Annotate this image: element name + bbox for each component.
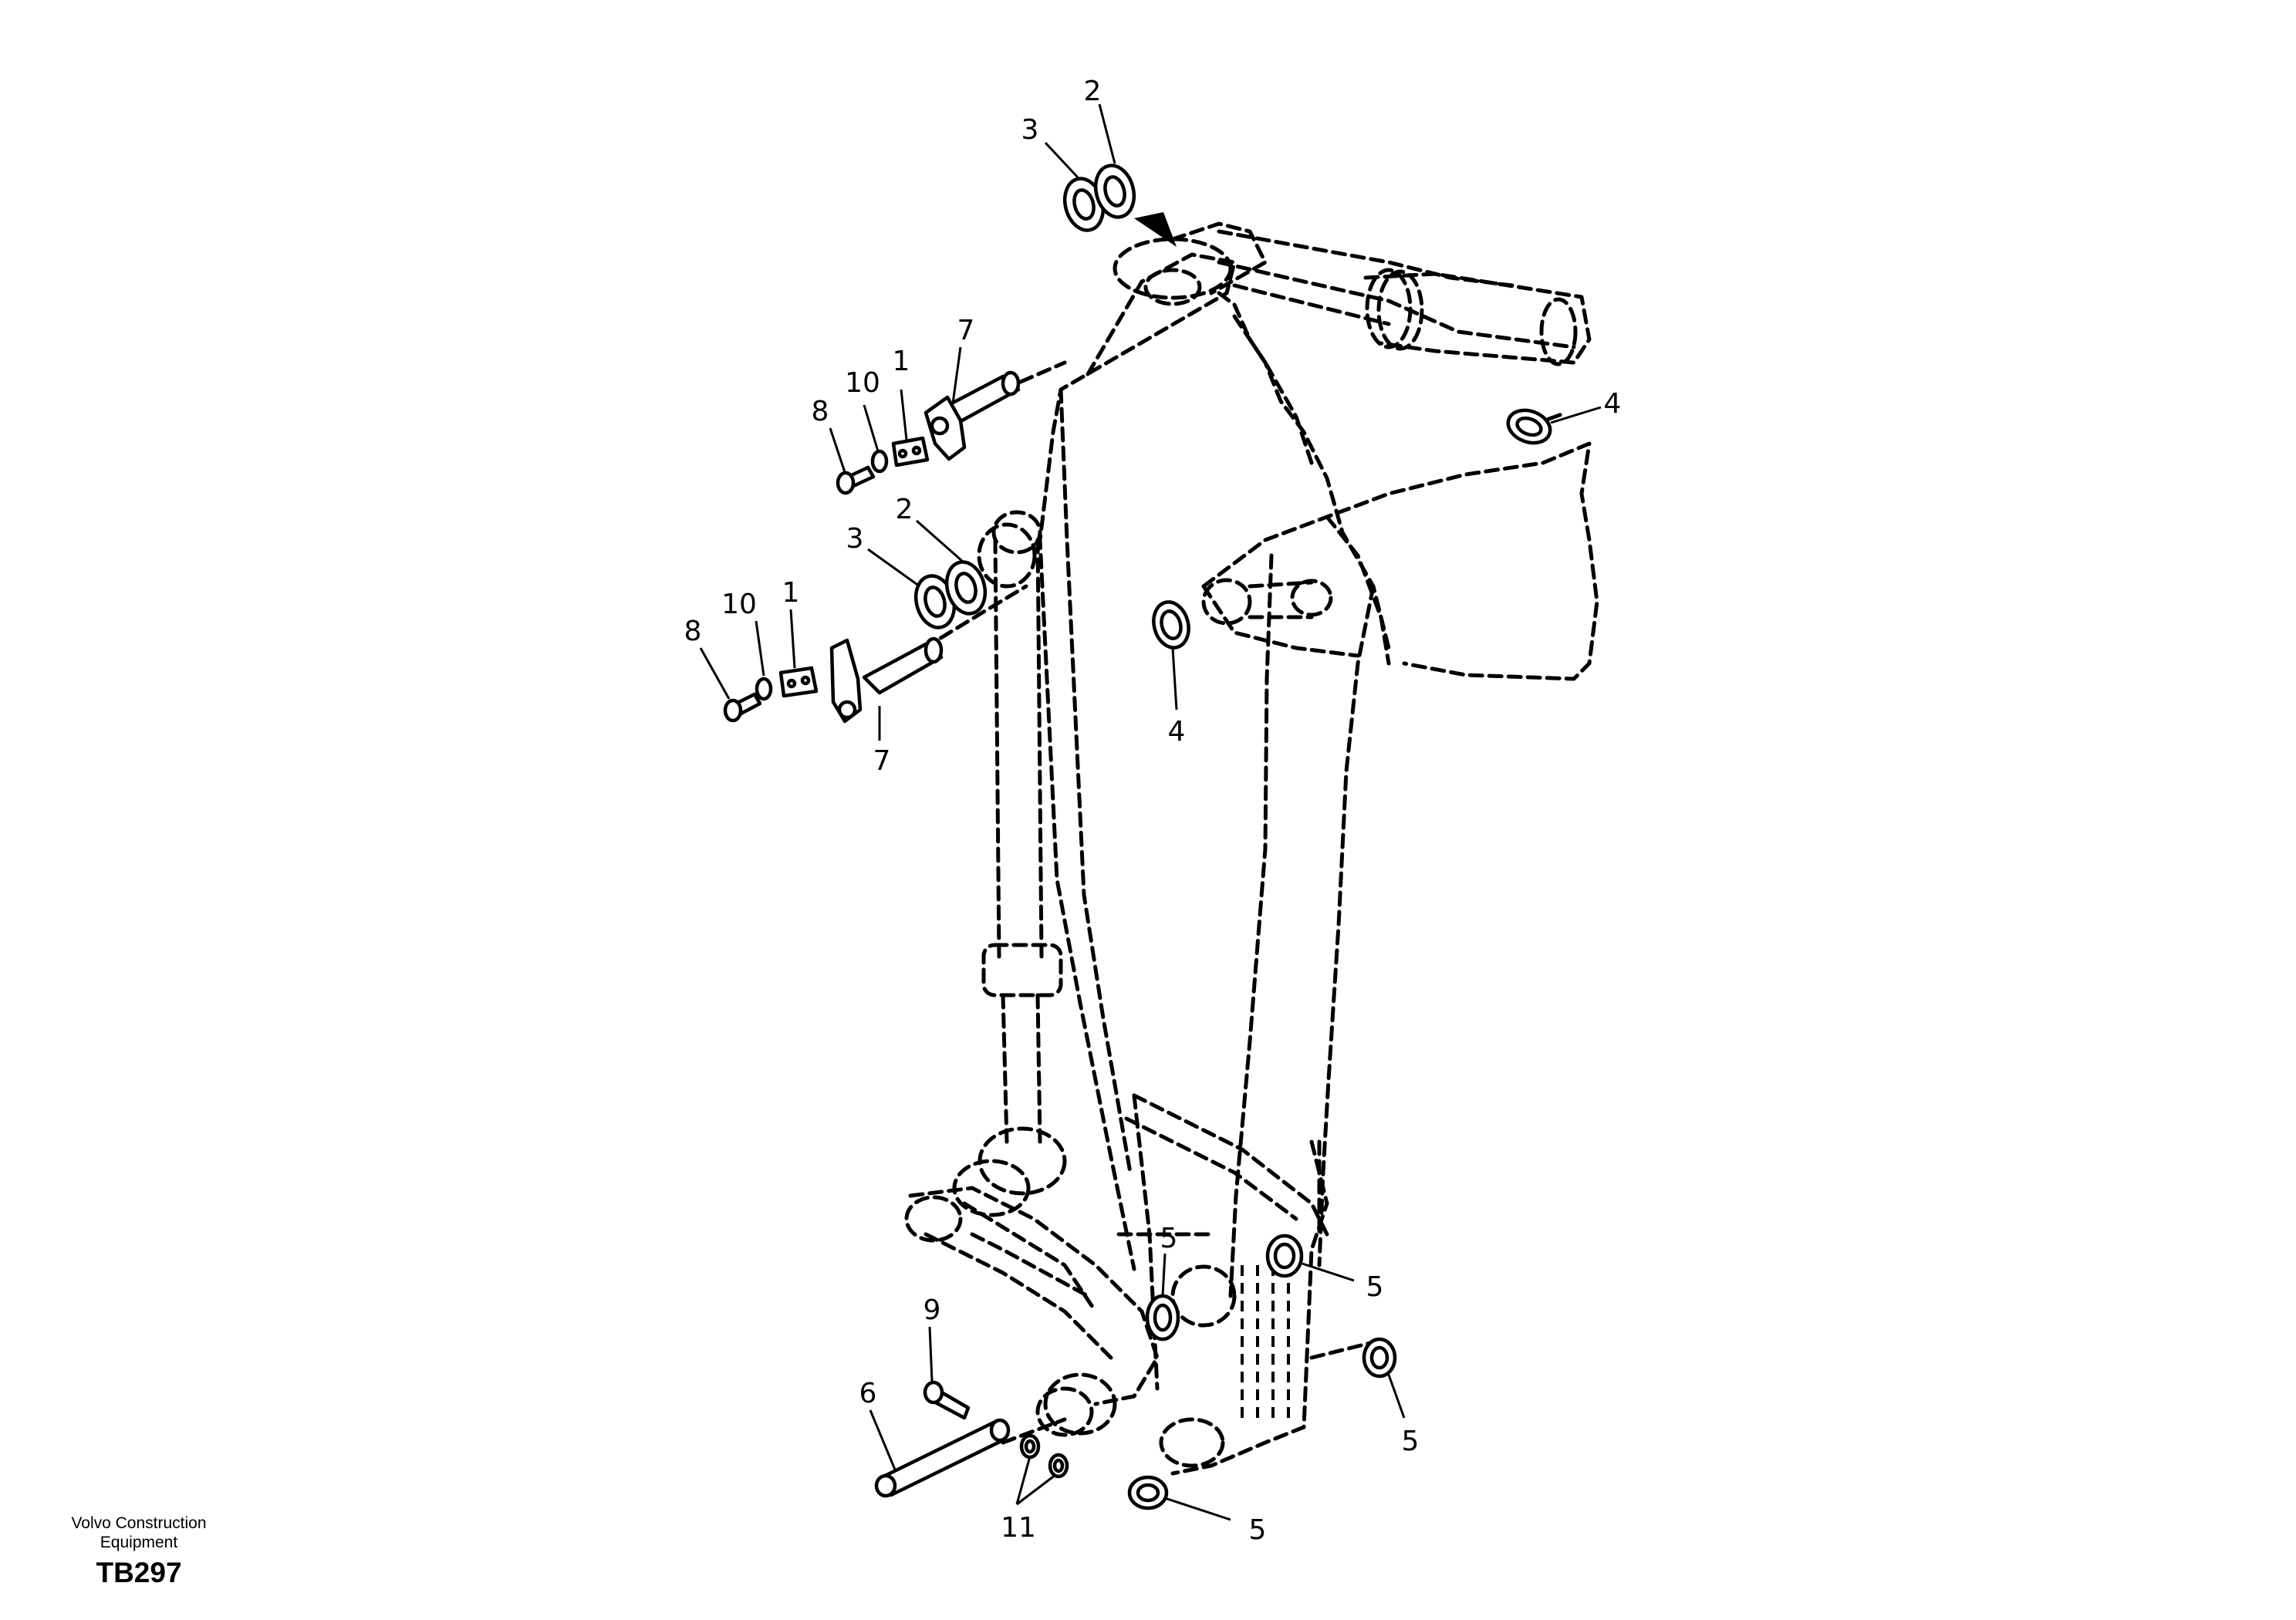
boom-foot-outline: [1201, 441, 1599, 681]
callout-10-mid: 10: [721, 589, 757, 620]
callout-leaders: [699, 103, 1602, 1521]
callout-2-top: 2: [1084, 76, 1102, 107]
callout-8-top: 8: [812, 396, 829, 427]
callout-4-mid: 4: [1168, 716, 1186, 748]
washer-2-mid: [944, 560, 988, 616]
callout-7-top: 7: [957, 315, 975, 346]
pin-7-top: [923, 370, 1021, 461]
callout-3-top: 3: [1021, 114, 1039, 146]
washer-10-top: [870, 449, 889, 474]
boom-cylinder-outline: [1217, 229, 1592, 366]
bolt-8-mid: [723, 692, 762, 723]
callout-1-top: 1: [893, 346, 910, 377]
callout-11: 11: [1001, 1512, 1036, 1544]
arm-structure-outline: [1038, 221, 1391, 1298]
callout-7-mid: 7: [873, 745, 891, 777]
callout-10-top: 10: [845, 367, 880, 399]
plate-1-mid: [778, 666, 819, 698]
callout-8-mid: 8: [684, 616, 702, 647]
bucket-linkage-outline: [904, 1093, 1329, 1476]
seal-5-b: [1265, 1234, 1304, 1278]
washer-10-mid: [755, 677, 773, 701]
washer-3-mid: [913, 574, 957, 629]
manufacturer-credit: Volvo Construction Equipment: [31, 1514, 247, 1552]
callout-9: 9: [923, 1294, 941, 1326]
seal-strip: [1134, 212, 1177, 247]
callout-5-d: 5: [1249, 1514, 1267, 1546]
seal-5-a: [1145, 1294, 1180, 1342]
alignment-lines: [922, 360, 1568, 1445]
bucket-cylinder-outline: [952, 510, 1067, 1217]
callout-1-mid: 1: [782, 577, 800, 609]
callout-5-a: 5: [1160, 1223, 1178, 1254]
seal-5-d: [1127, 1475, 1169, 1510]
washer-2-top: [1093, 164, 1136, 219]
figure-code: TB297: [96, 1557, 182, 1588]
seal-4-mid: [1152, 600, 1190, 650]
callout-3-mid: 3: [846, 523, 864, 555]
nut-11-b: [1048, 1453, 1069, 1479]
callout-5-b: 5: [1366, 1271, 1384, 1303]
nut-11-a: [1019, 1433, 1041, 1460]
pin-7-mid: [829, 636, 944, 724]
callout-2-mid: 2: [896, 494, 913, 525]
manufacturer-line-2: Equipment: [100, 1534, 178, 1551]
seal-4-right: [1506, 408, 1552, 445]
manufacturer-line-1: Volvo Construction: [71, 1514, 207, 1532]
bolt-8-top: [836, 465, 876, 495]
callout-6: 6: [859, 1378, 877, 1409]
callout-5-c: 5: [1402, 1426, 1420, 1457]
pin-6: [874, 1418, 1011, 1498]
callout-labels: 2 3 7 1 10 8 2 3 4 4 1 10 8 7 5 5 5 5 9 …: [684, 76, 1622, 1546]
bolt-9: [923, 1380, 971, 1420]
seal-5-c: [1362, 1337, 1397, 1379]
callout-4-right: 4: [1604, 388, 1622, 420]
washer-3-top: [1062, 177, 1106, 232]
plate-1-top: [891, 436, 930, 467]
